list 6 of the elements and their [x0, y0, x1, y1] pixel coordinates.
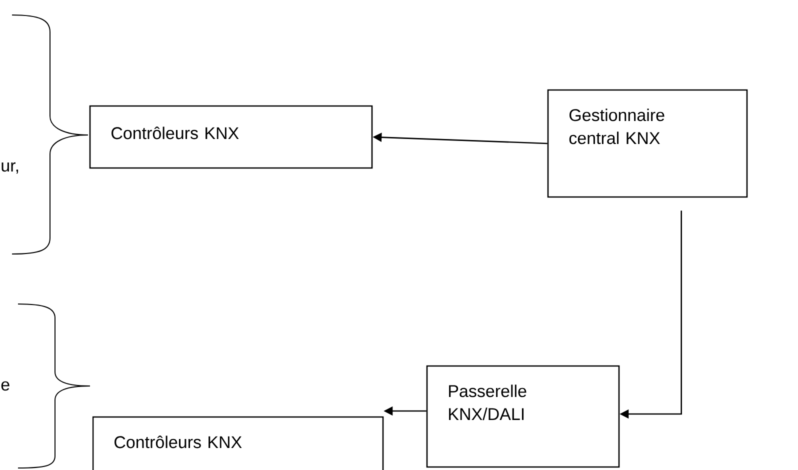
side-text: e — [1, 381, 10, 391]
side-text: ur, — [2, 162, 18, 174]
process-box: Contrôleurs KNX — [92, 416, 384, 470]
process-box: Contrôleurs KNX — [89, 105, 373, 169]
process-box: Passerelle KNX/DALI — [426, 365, 620, 468]
process-box: Gestionnaire central KNX — [547, 89, 748, 198]
